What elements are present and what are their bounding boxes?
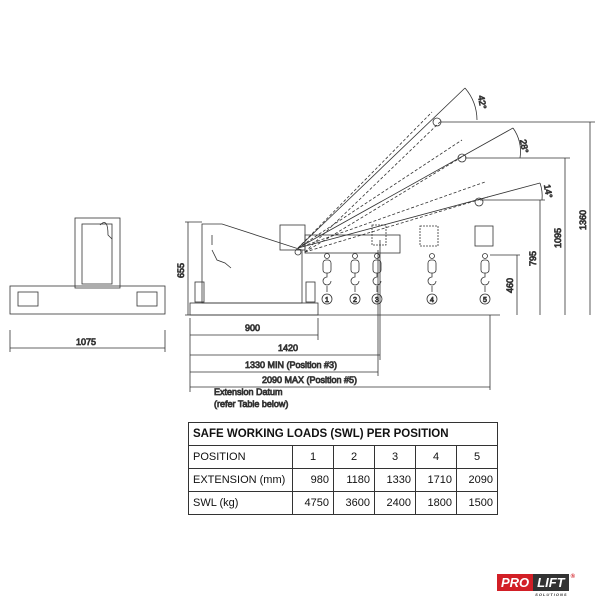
dim-max-extension: 2090 MAX (Position #5) — [262, 375, 357, 385]
dim-min-extension: 1330 MIN (Position #3) — [245, 360, 337, 370]
angle-42: 42° — [476, 95, 488, 111]
logo-lift: LIFT SOLUTIONS — [533, 574, 569, 597]
hook-position-5: 5 — [479, 253, 491, 305]
dim-1360: 1360 — [578, 210, 588, 230]
cell: 1500 — [456, 491, 498, 515]
hook-position-3: 3 — [371, 253, 383, 305]
horizontal-dimensions — [189, 240, 491, 392]
position-number: 1 — [325, 297, 329, 304]
cell: 1180 — [333, 468, 375, 492]
cell: 2090 — [456, 468, 498, 492]
dim-900: 900 — [245, 323, 260, 333]
cell: 980 — [292, 468, 334, 492]
table-title: SAFE WORKING LOADS (SWL) PER POSITION — [188, 422, 498, 446]
hook-position-1: 1 — [321, 253, 333, 305]
cell: 2 — [333, 445, 375, 469]
position-number: 4 — [430, 297, 434, 304]
cell: 1 — [292, 445, 334, 469]
logo-solutions: SOLUTIONS — [535, 592, 568, 597]
cell: 3 — [374, 445, 416, 469]
cell: 1710 — [415, 468, 457, 492]
row-label: POSITION — [188, 445, 293, 469]
extension-datum-note: (refer Table below) — [214, 399, 288, 409]
cell: 4 — [415, 445, 457, 469]
extension-datum-label: Extension Datum — [214, 387, 283, 397]
table-row: SWL (kg) 4750 3600 2400 1800 1500 — [188, 491, 498, 515]
row-label: SWL (kg) — [188, 491, 293, 515]
swl-table: SAFE WORKING LOADS (SWL) PER POSITION PO… — [188, 422, 498, 515]
cell: 4750 — [292, 491, 334, 515]
logo-pro: PRO — [497, 574, 534, 591]
dim-655: 655 — [176, 263, 186, 278]
hooks: 1 2 3 4 5 — [321, 253, 491, 305]
cell: 5 — [456, 445, 498, 469]
logo-registered: ® — [570, 574, 576, 580]
table-row: POSITION 1 2 3 4 5 — [188, 445, 498, 469]
cell: 1330 — [374, 468, 416, 492]
vertical-dimensions — [185, 121, 595, 315]
dim-795: 795 — [528, 251, 538, 266]
position-number: 5 — [483, 297, 487, 304]
hook-position-4: 4 — [426, 253, 438, 305]
dim-1095: 1095 — [553, 228, 563, 248]
dim-460: 460 — [505, 278, 515, 293]
position-number: 2 — [353, 297, 357, 304]
hook-position-2: 2 — [349, 253, 361, 305]
table-row: EXTENSION (mm) 980 1180 1330 1710 2090 — [188, 468, 498, 492]
side-view — [185, 87, 543, 316]
front-view — [9, 217, 166, 352]
row-label: EXTENSION (mm) — [188, 468, 293, 492]
dim-1075: 1075 — [76, 337, 96, 347]
position-number: 3 — [375, 297, 379, 304]
cell: 3600 — [333, 491, 375, 515]
prolift-logo: PRO LIFT SOLUTIONS ® — [497, 574, 576, 597]
angle-28: 28° — [518, 139, 530, 155]
cell: 2400 — [374, 491, 416, 515]
angle-14: 14° — [542, 184, 554, 200]
logo-lift-text: LIFT — [537, 575, 565, 590]
dim-1420: 1420 — [278, 343, 298, 353]
cell: 1800 — [415, 491, 457, 515]
